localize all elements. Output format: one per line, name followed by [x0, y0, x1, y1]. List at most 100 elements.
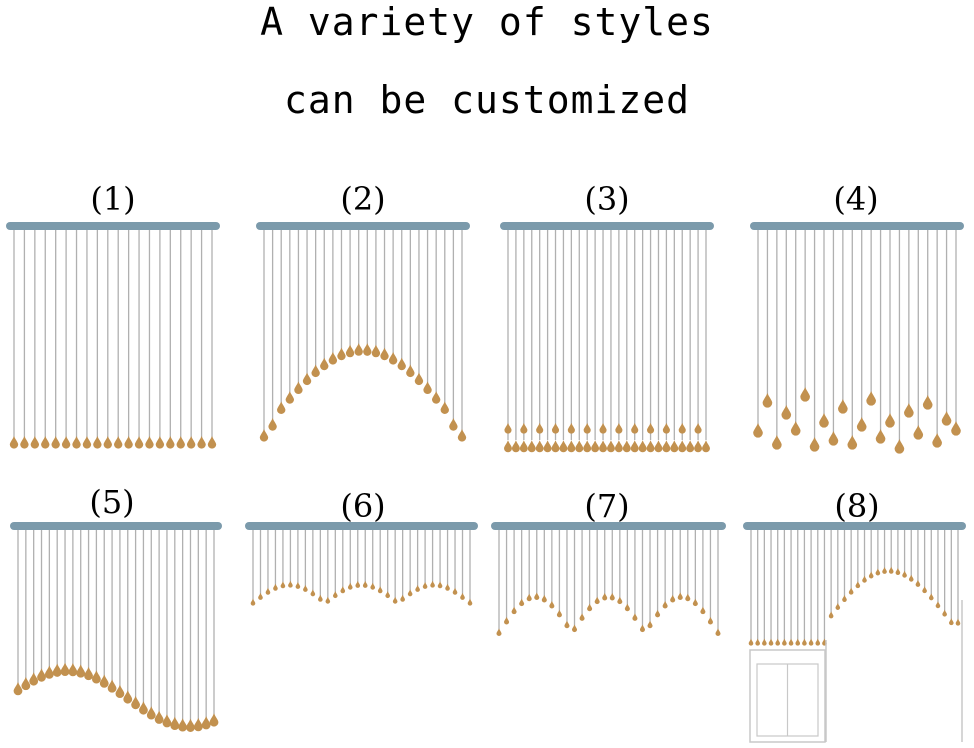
bead	[318, 594, 323, 602]
bead	[380, 347, 389, 361]
bead	[809, 437, 820, 452]
bead	[862, 575, 867, 583]
bead	[13, 681, 23, 696]
bead	[347, 582, 353, 590]
bead	[362, 580, 368, 588]
bead	[599, 422, 607, 434]
bead	[60, 662, 70, 676]
bead	[755, 638, 760, 646]
bead	[176, 435, 185, 449]
bead	[549, 600, 555, 609]
bead	[802, 638, 807, 646]
bead	[842, 595, 847, 602]
bead	[134, 435, 144, 449]
bead	[37, 668, 46, 682]
bead	[781, 405, 792, 420]
bead	[913, 425, 924, 440]
bead	[815, 638, 821, 646]
bead	[20, 435, 29, 449]
curtain-style-3	[500, 222, 714, 453]
bead	[609, 592, 615, 601]
bead	[932, 433, 942, 448]
bead	[559, 440, 568, 453]
curtain-style-7	[491, 522, 726, 636]
style-label-7: (7)	[584, 487, 630, 525]
bead	[955, 618, 961, 626]
bead	[400, 594, 405, 602]
bead	[949, 618, 954, 626]
bead	[655, 609, 661, 618]
bead	[819, 413, 829, 428]
bead	[93, 435, 102, 449]
bead	[29, 672, 39, 686]
bead	[594, 596, 600, 605]
bead	[639, 624, 646, 633]
bead	[654, 440, 663, 453]
bead	[670, 440, 679, 453]
curtain-style-8	[743, 522, 966, 743]
bead	[875, 568, 881, 576]
bead	[207, 435, 217, 449]
bead	[602, 592, 608, 601]
bead	[556, 609, 562, 618]
bead	[888, 566, 894, 574]
bead	[258, 592, 263, 600]
bead	[662, 600, 668, 609]
curtain-rod	[256, 222, 470, 230]
bead	[782, 638, 787, 646]
bead	[551, 422, 560, 434]
curtain-rod	[500, 222, 714, 230]
bead	[624, 603, 630, 612]
bead	[131, 695, 141, 710]
bead	[504, 616, 510, 625]
bead	[575, 440, 584, 453]
bead	[694, 440, 703, 453]
bead	[882, 566, 887, 574]
bead	[265, 587, 271, 595]
bead	[457, 428, 467, 442]
bead	[941, 411, 952, 426]
bead	[123, 690, 133, 704]
bead	[775, 638, 781, 646]
style-label-1: (1)	[90, 180, 136, 218]
bead	[895, 568, 901, 576]
bead	[617, 596, 623, 605]
bead	[922, 395, 933, 410]
bead	[848, 587, 854, 595]
bead	[856, 417, 867, 432]
bead	[407, 589, 413, 597]
bead	[414, 372, 424, 386]
bead	[30, 435, 40, 449]
bead	[894, 439, 905, 454]
bead	[543, 440, 552, 453]
bead	[288, 580, 293, 588]
bead	[340, 586, 346, 594]
bead	[166, 435, 175, 449]
bead	[908, 574, 914, 582]
bead	[885, 413, 895, 428]
bead	[638, 440, 647, 453]
bead	[875, 429, 886, 444]
curtain-rod	[245, 522, 478, 530]
bead	[388, 351, 398, 365]
bead	[707, 616, 713, 625]
bead	[333, 591, 338, 599]
bead	[337, 347, 346, 361]
bead	[647, 620, 653, 629]
bead	[107, 679, 117, 693]
bead	[146, 706, 156, 720]
bead	[527, 440, 536, 453]
bead	[186, 718, 195, 732]
style-label-4: (4)	[833, 180, 879, 218]
bead	[162, 714, 172, 728]
bead	[72, 435, 81, 449]
bead	[535, 440, 544, 453]
bead	[534, 592, 540, 601]
style-label-5: (5)	[89, 483, 135, 521]
bead	[678, 440, 687, 453]
bead	[551, 440, 560, 453]
bead	[345, 344, 355, 358]
bead	[632, 613, 638, 621]
bead	[662, 422, 670, 434]
